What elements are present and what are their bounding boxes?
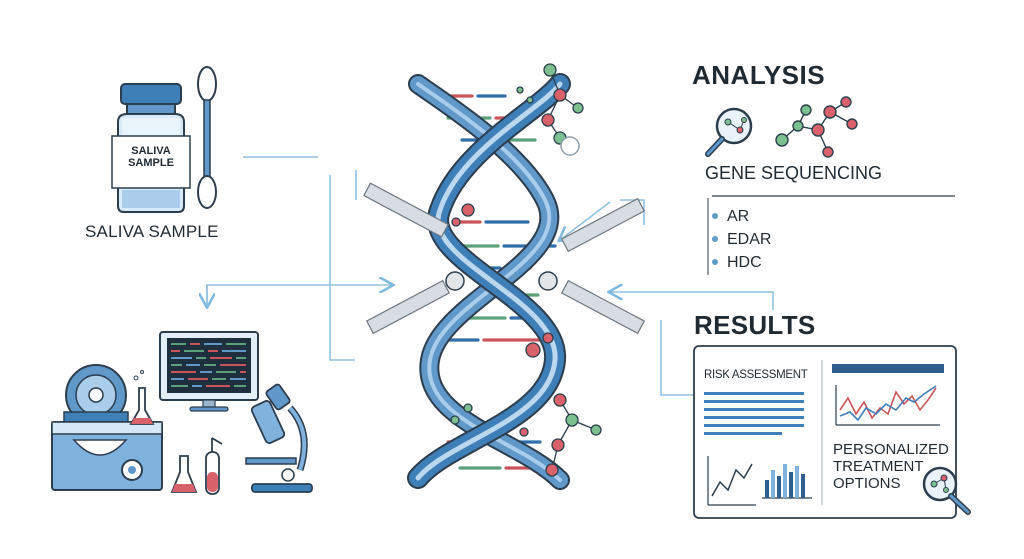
treatment-line-3: OPTIONS xyxy=(833,475,901,492)
gene-name: HDC xyxy=(727,254,762,271)
treatment-options-label: PERSONALIZED TREATMENT OPTIONS xyxy=(833,441,963,492)
results-title: RESULTS xyxy=(694,310,816,340)
connector-arrows xyxy=(207,156,955,396)
centrifuge-icon xyxy=(51,364,163,491)
flask-icon xyxy=(129,370,198,493)
line-chart-icon xyxy=(835,385,940,426)
vial-label-line-2: SAMPLE xyxy=(128,157,174,169)
line-chart-icon-small xyxy=(707,456,756,506)
treatment-line-2: TREATMENT xyxy=(833,458,924,475)
gene-name: EDAR xyxy=(727,231,772,248)
bullet-icon xyxy=(712,235,718,242)
gene-name: AR xyxy=(727,208,750,225)
vial-icon xyxy=(111,83,191,213)
monitor-icon xyxy=(159,331,259,412)
analysis-title: ANALYSIS xyxy=(692,60,826,90)
dna-helix-icon xyxy=(363,63,646,490)
gene-sequencing-title: GENE SEQUENCING xyxy=(705,163,883,183)
gene-list: AR EDAR HDC xyxy=(712,205,771,274)
bullet-icon xyxy=(712,258,718,265)
microscope-icon xyxy=(245,383,313,493)
bullet-icon xyxy=(712,212,718,219)
gene-item: HDC xyxy=(712,251,771,274)
report-magnifier-icon xyxy=(922,466,971,515)
report-card-icon xyxy=(693,345,957,519)
vial-label-line-1: SALIVA xyxy=(131,145,171,157)
test-tube-icon xyxy=(205,437,223,495)
magnifier-icon xyxy=(705,107,753,157)
vial-label: SALIVA SAMPLE xyxy=(111,145,191,169)
gene-item: EDAR xyxy=(712,228,771,251)
risk-assessment-label: RISK ASSESSMENT xyxy=(704,369,808,381)
molecule-icon xyxy=(775,96,858,158)
bar-chart-icon xyxy=(762,464,812,499)
swab-icon xyxy=(197,66,217,209)
gene-item: AR xyxy=(712,205,771,228)
saliva-sample-caption: SALIVA SAMPLE xyxy=(85,222,219,241)
treatment-line-1: PERSONALIZED xyxy=(833,441,949,458)
